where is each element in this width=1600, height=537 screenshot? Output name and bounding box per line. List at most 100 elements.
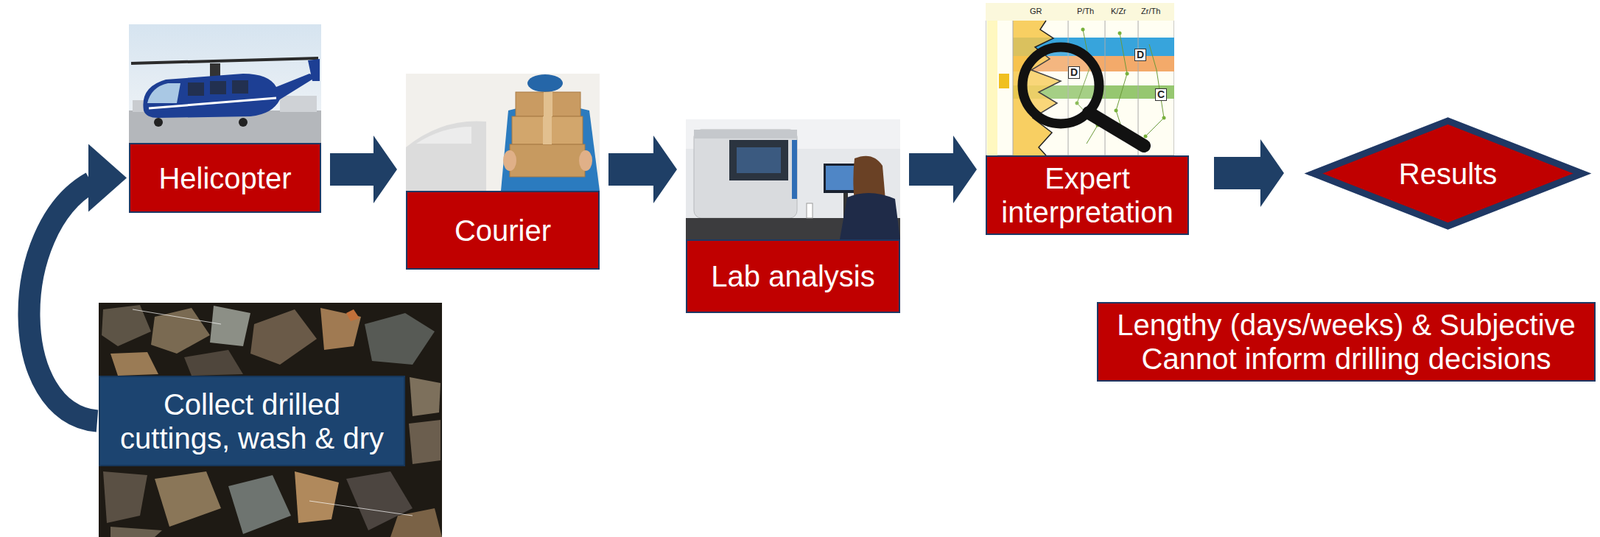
building — [279, 95, 317, 112]
rock-chip — [154, 471, 221, 527]
rock-chip — [209, 305, 251, 347]
data-dot — [1114, 109, 1119, 113]
magnifier-handle — [1088, 112, 1145, 146]
scale-line — [309, 500, 413, 516]
hand — [579, 150, 593, 171]
rock-chip — [320, 307, 361, 350]
instrument-top — [693, 129, 798, 139]
log-label: P/Th — [1076, 6, 1094, 16]
rock-chip — [364, 313, 435, 365]
flow-arrow — [909, 135, 977, 204]
flow-arrow — [1213, 139, 1284, 207]
rock-chip — [346, 309, 360, 322]
tail-fin — [307, 58, 320, 82]
body-stripe — [148, 97, 277, 109]
car-window — [416, 126, 472, 144]
rotor-mast — [209, 63, 221, 77]
cap — [527, 74, 563, 93]
instrument — [693, 129, 798, 219]
sky — [128, 24, 322, 143]
block-arrow — [909, 135, 977, 204]
courier-photo — [405, 73, 600, 191]
cockpit-window — [147, 83, 181, 104]
parcel — [509, 144, 585, 177]
block-arrow — [330, 135, 398, 204]
flow-arrow — [608, 135, 677, 204]
cuttings-photo — [98, 302, 442, 537]
rock-chip — [110, 352, 159, 376]
log-label: K/Zr — [1110, 6, 1127, 16]
node-text: Lab analysis — [710, 259, 875, 294]
node-text: Collect drilled cuttings, wash & dry — [110, 387, 394, 456]
node-text: Cannot inform drilling decisions — [1141, 341, 1552, 376]
lab-photo — [685, 119, 901, 240]
instrument-window — [729, 139, 789, 181]
curved-arrow — [28, 182, 98, 422]
log-label: D — [1068, 66, 1080, 79]
data-dot — [1144, 134, 1148, 139]
backdrop — [685, 119, 901, 240]
wheel — [153, 117, 163, 127]
block-arrow — [1213, 139, 1284, 207]
shirt — [500, 105, 600, 192]
wheel — [238, 117, 248, 127]
node-text: Courier — [454, 213, 552, 248]
parcel — [511, 116, 583, 145]
rotor-blade — [131, 58, 319, 64]
log-sheet — [985, 2, 1175, 156]
lab-coat — [839, 193, 901, 240]
well-log-image — [985, 2, 1175, 156]
node-text: Helicopter — [158, 161, 291, 196]
hand — [503, 150, 517, 171]
node-text: Results — [1398, 156, 1497, 191]
data-dot — [1162, 116, 1167, 121]
helicopter-body — [142, 73, 317, 118]
note-box: Lengthy (days/weeks) & SubjectiveCannot … — [1096, 302, 1596, 382]
scale-line — [132, 309, 221, 325]
backdrop — [98, 302, 442, 537]
log-block — [998, 73, 1010, 89]
backdrop — [405, 73, 600, 191]
step-label: Lab analysis — [685, 239, 901, 314]
rock-chip — [250, 309, 317, 365]
car — [405, 120, 487, 191]
tape — [543, 92, 553, 117]
log-label: GR — [1029, 6, 1043, 16]
data-dot — [1081, 27, 1086, 32]
track-line — [1104, 20, 1106, 156]
data-dot — [1118, 31, 1122, 36]
rock-chip — [390, 508, 442, 537]
cabin-window — [209, 81, 227, 95]
track-line — [1012, 20, 1014, 156]
log-header — [985, 2, 1175, 21]
log-label: D — [1134, 48, 1147, 62]
rock-chip — [110, 526, 163, 537]
rock-chip — [184, 349, 244, 376]
log-label: C — [1155, 88, 1167, 101]
rock-chip — [151, 307, 210, 354]
rock-chip — [408, 419, 441, 465]
log-track — [987, 20, 998, 156]
step-label: Helicopter — [128, 142, 322, 213]
glassware — [806, 203, 813, 219]
step-label: Expert interpretation — [985, 155, 1189, 235]
instrument-glow — [736, 147, 781, 174]
log-label: Zr/Th — [1141, 6, 1161, 16]
node-text: Lengthy (days/weeks) & Subjective — [1116, 307, 1576, 342]
step-label: Courier — [405, 190, 600, 270]
block-arrow — [608, 135, 677, 204]
node-text: Expert interpretation — [997, 161, 1178, 230]
cabin-window — [232, 80, 249, 94]
cabin-window — [187, 82, 205, 96]
flow-arrow — [330, 135, 398, 204]
step-label: Collect drilled cuttings, wash & dry — [98, 375, 406, 467]
helicopter-photo — [128, 24, 322, 143]
instrument-stripe — [791, 139, 798, 199]
rock-chip — [294, 471, 339, 524]
data-dot — [1125, 72, 1130, 76]
diamond-fill — [1313, 120, 1583, 227]
rock-chip — [409, 377, 441, 417]
arrow-head — [88, 144, 127, 213]
tape — [542, 116, 552, 145]
